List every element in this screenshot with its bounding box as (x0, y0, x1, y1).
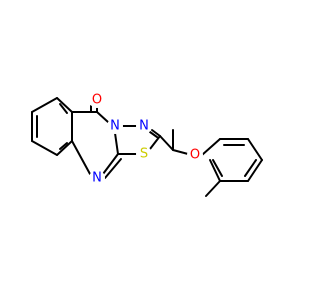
bond-7 (59, 142, 68, 150)
bond-12 (96, 111, 109, 123)
atom-label-s1: S (140, 147, 148, 162)
bond-13 (71, 140, 91, 175)
atom-nitrogen-bridgehead: N (107, 118, 123, 134)
bond-16 (114, 132, 119, 155)
bond-1 (31, 140, 58, 156)
bond-5 (31, 97, 58, 113)
atom-sulfur: S (136, 146, 152, 162)
atom-label-o1: O (92, 93, 102, 108)
bond-21 (149, 131, 158, 138)
bond-19 (149, 135, 161, 150)
bond-30 (209, 159, 221, 182)
bond-24 (172, 149, 189, 155)
atom-label-n2: N (139, 119, 149, 134)
bond-15 (104, 158, 122, 179)
atom-label-layer: O N N N S O (89, 92, 203, 186)
bond-2 (56, 140, 73, 156)
atom-oxygen-carbonyl: O (89, 92, 105, 108)
bond-27 (247, 138, 263, 161)
bond-25 (201, 138, 221, 156)
atom-label-o2: O (190, 148, 200, 163)
bond-32 (244, 159, 257, 177)
atom-oxygen-ether: O (187, 147, 203, 163)
atom-label-n3: N (92, 171, 102, 186)
atom-label-n1: N (110, 119, 120, 134)
bond-14 (102, 153, 119, 175)
molecule-structure: O N N N S O (31, 92, 263, 197)
bond-20 (151, 129, 161, 137)
atom-nitrogen-pyrimidine: N (89, 170, 105, 186)
atom-nitrogen-thiadiazole: N (136, 118, 152, 134)
bond-34 (205, 180, 221, 197)
bond-33 (212, 159, 223, 177)
bond-28 (247, 159, 263, 182)
bond-8 (59, 103, 68, 114)
bond-layer (31, 97, 263, 197)
bond-22 (159, 135, 174, 151)
bond-4 (56, 97, 73, 113)
